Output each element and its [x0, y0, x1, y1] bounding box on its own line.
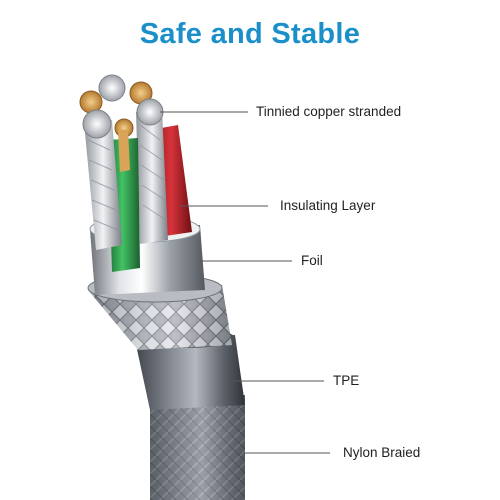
label-tpe: TPE [333, 373, 360, 388]
leader-lines [160, 111, 330, 454]
label-tinned-copper-stranded: Tinnied copper stranded [256, 104, 402, 119]
silver-stranded-wire-front [84, 120, 122, 250]
page-title: Safe and Stable [139, 18, 361, 50]
label-insulating-layer: Insulating Layer [280, 198, 376, 213]
silver-stranded-wire [136, 110, 168, 244]
inner-wires [79, 74, 192, 272]
copper-strand-tips [79, 74, 164, 172]
nylon-braided-jacket [150, 395, 245, 500]
label-foil: Foil [301, 253, 323, 268]
label-nylon-braided: Nylon Braied [343, 445, 421, 460]
